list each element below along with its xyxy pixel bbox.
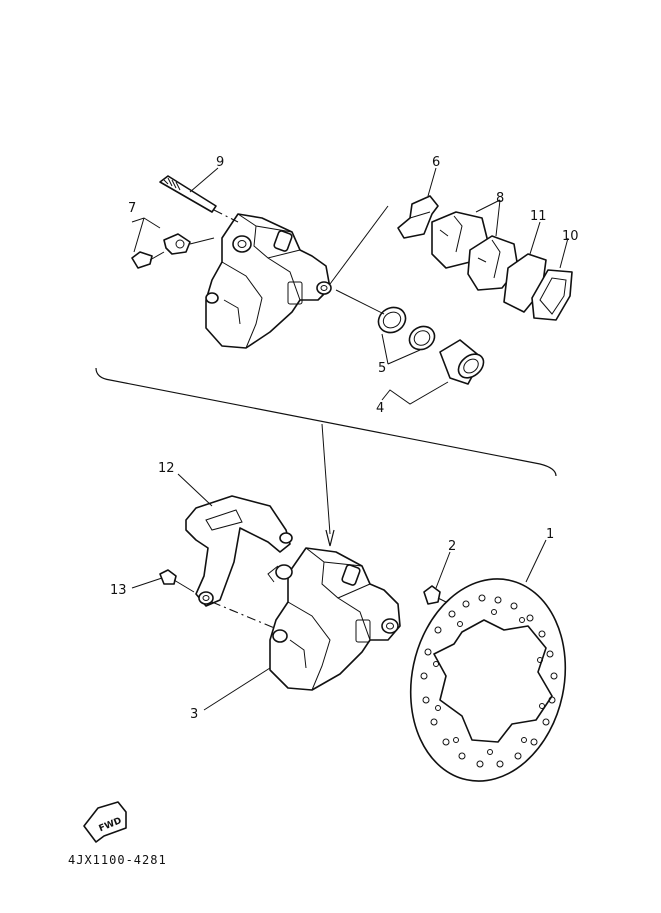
caliper-body-upper (205, 213, 332, 349)
bleed-screw-set (131, 233, 215, 269)
caliper-assembly-lower (267, 547, 401, 691)
piston (439, 339, 485, 385)
callout-1: 1 (546, 527, 554, 542)
caliper-bracket (185, 495, 293, 607)
callout-8: 8 (496, 191, 504, 206)
brake-disc (409, 578, 567, 782)
fwd-arrow-icon: FWD (83, 801, 127, 843)
assembly-divider (95, 367, 557, 477)
pad-shim-10 (531, 269, 573, 321)
callout-7: 7 (128, 201, 136, 216)
piston-seal-outer (377, 306, 407, 334)
piston-seal-inner (408, 325, 436, 351)
callout-10: 10 (562, 229, 579, 244)
callout-13: 13 (110, 583, 127, 598)
pad-spring (397, 195, 439, 239)
pad-pin (159, 175, 239, 223)
bracket-bolt (159, 569, 195, 593)
diagram-code: 4JX1100-4281 (68, 853, 167, 867)
brake-pad-outer (467, 235, 519, 291)
callout-6: 6 (432, 155, 440, 170)
callout-2: 2 (448, 539, 456, 554)
callout-9: 9 (216, 155, 224, 170)
callout-5: 5 (378, 361, 386, 376)
callout-4: 4 (376, 401, 384, 416)
callout-11: 11 (530, 209, 547, 224)
callout-12: 12 (158, 461, 175, 476)
callout-leaders (131, 167, 569, 711)
callout-3: 3 (190, 707, 198, 722)
disc-holes (420, 594, 558, 768)
